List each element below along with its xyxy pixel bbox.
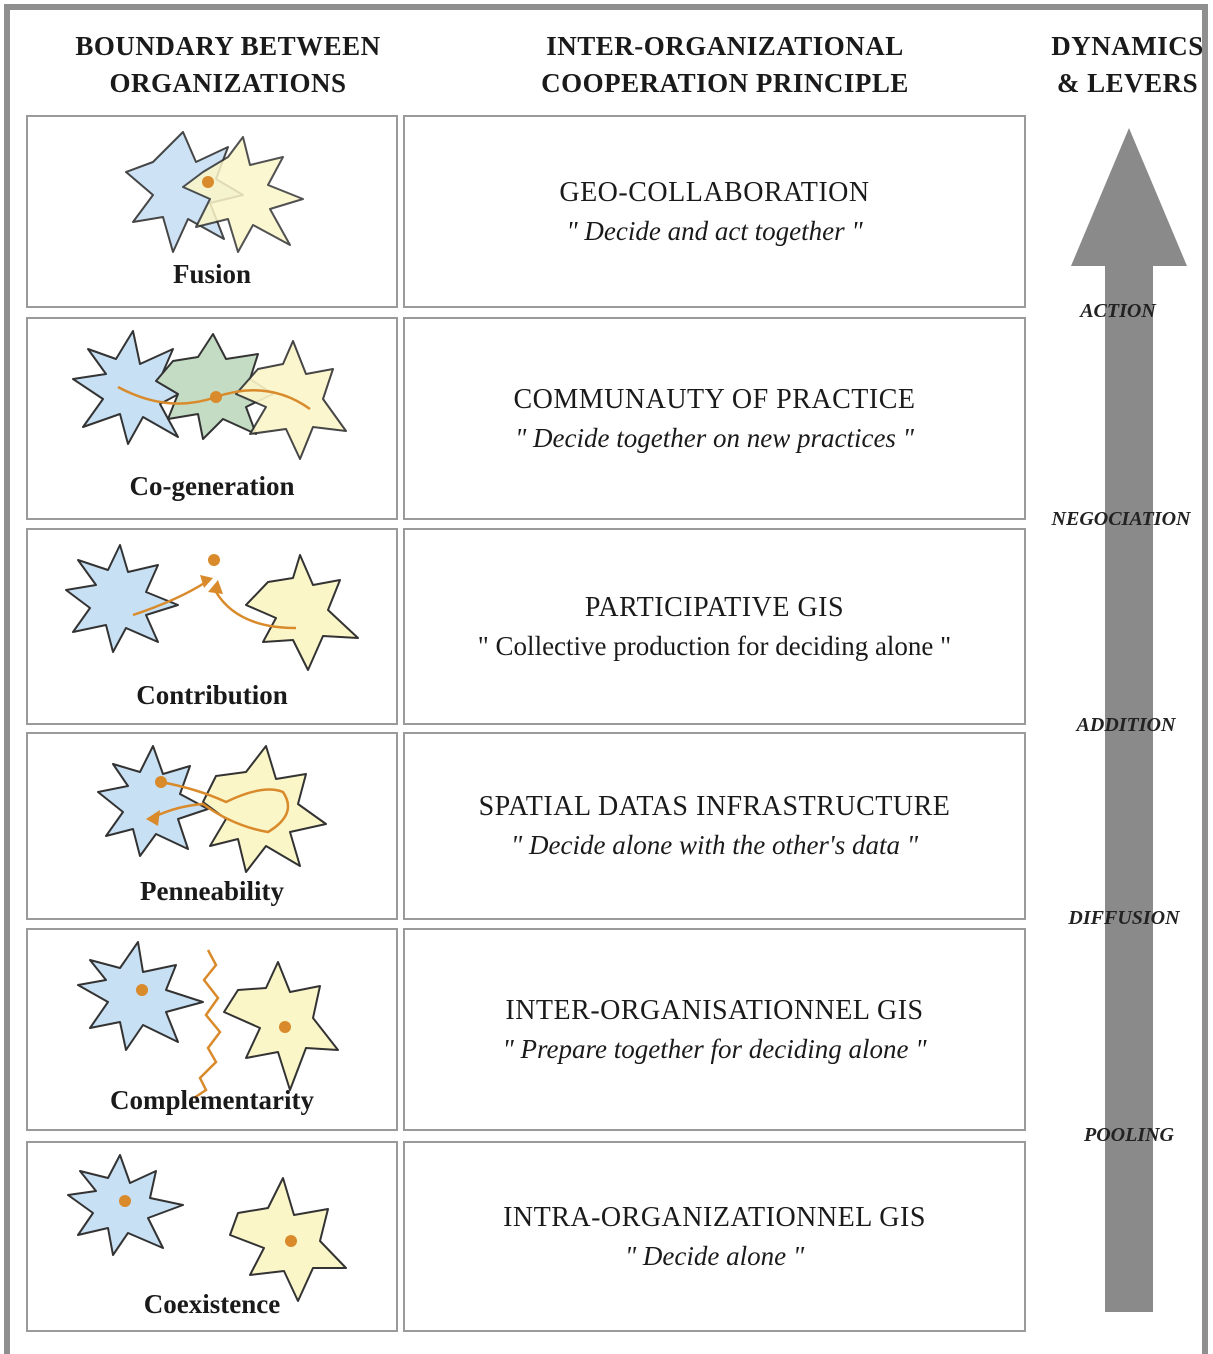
principle-quote: " Decide and act together " [566, 215, 863, 246]
co-generation-illustration [72, 330, 347, 460]
principle-title: GEO-COLLABORATION [559, 176, 870, 208]
principle-cell-community-of-practice: COMMUNAUTY OF PRACTICE " Decide together… [403, 317, 1026, 520]
principle-title: PARTICIPATIVE GIS [584, 591, 845, 623]
principle-title: INTER-ORGANISATIONNEL GIS [505, 994, 924, 1026]
header-boundary: BOUNDARY BETWEEN ORGANIZATIONS [28, 28, 428, 102]
figure-frame [4, 4, 1208, 1354]
boundary-cell-contribution: Contribution [26, 528, 398, 725]
complementarity-illustration [77, 941, 339, 1100]
boundary-cell-coexistence: Coexistence [26, 1141, 398, 1332]
blue-organization-shape [65, 544, 179, 653]
blue-organization-shape [72, 330, 189, 445]
principle-quote: " Decide alone with the other's data " [510, 830, 919, 860]
boundary-label: Contribution [136, 680, 288, 710]
shared-core-dot [202, 176, 214, 188]
organization-core-dot [285, 1235, 297, 1247]
blue-organization-shape [97, 745, 209, 857]
principle-cell-inter-organisational-gis: INTER-ORGANISATIONNEL GIS " Prepare toge… [403, 928, 1026, 1131]
contribution-arrow-left [132, 580, 207, 617]
boundary-label: Penneability [139, 876, 284, 906]
boundary-cell-penneability: Penneability [26, 732, 398, 920]
organization-core-dot [119, 1195, 131, 1207]
coexistence-illustration [67, 1154, 347, 1302]
principle-title: INTRA-ORGANIZATIONNEL GIS [503, 1201, 926, 1233]
arrowhead [200, 575, 213, 588]
principle-quote: " Decide alone " [624, 1240, 805, 1271]
header-principle: INTER-ORGANIZATIONAL COOPERATION PRINCIP… [410, 28, 1040, 102]
blue-organization-shape [77, 941, 204, 1051]
boundary-label: Coexistence [143, 1289, 281, 1319]
principle-title: SPATIAL DATAS INFRASTRUCTURE [478, 791, 951, 822]
lever-diffusion: DIFFUSION [1068, 907, 1180, 929]
header-boundary-line1: BOUNDARY BETWEEN [75, 31, 381, 61]
arrowhead [208, 580, 223, 594]
lever-action: ACTION [1080, 300, 1156, 322]
boundary-label: Complementarity [110, 1085, 314, 1115]
boundary-cell-fusion: Fusion [26, 115, 398, 308]
dynamics-arrow [1071, 128, 1187, 1312]
lever-negociation: NEGOCIATION [1051, 508, 1191, 530]
contribution-arrow-right [214, 591, 297, 630]
principle-quote: " Prepare together for deciding alone " [502, 1033, 927, 1064]
boundary-label: Fusion [172, 259, 252, 289]
header-dynamics: DYNAMICS & LEVERS [1010, 28, 1213, 102]
yellow-organization-shape [245, 554, 359, 671]
boundary-cell-complementarity: Complementarity [26, 928, 398, 1131]
collective-product-dot [208, 554, 220, 566]
shared-practice-dot [210, 391, 222, 403]
penneability-illustration [97, 745, 327, 873]
boundary-cell-co-generation: Co-generation [26, 317, 398, 520]
yellow-organization-shape [235, 340, 347, 460]
arrow-shaft [1105, 260, 1153, 1312]
arrowhead [146, 810, 160, 826]
header-principle-line2: COOPERATION PRINCIPLE [541, 68, 909, 98]
boundary-line [193, 949, 222, 1100]
lever-addition: ADDITION [1076, 714, 1176, 736]
yellow-organization-shape [202, 745, 327, 873]
lever-pooling: POOLING [1084, 1124, 1174, 1146]
arrow-head [1071, 128, 1187, 266]
principle-quote: " Collective production for deciding alo… [477, 630, 952, 661]
principle-cell-spatial-data-infrastructure: SPATIAL DATAS INFRASTRUCTURE " Decide al… [403, 732, 1026, 920]
boundary-label: Co-generation [129, 471, 295, 501]
green-organization-shape [155, 333, 274, 440]
principle-cell-intra-organizational-gis: INTRA-ORGANIZATIONNEL GIS " Decide alone… [403, 1141, 1026, 1332]
header-dynamics-line2: & LEVERS [1056, 68, 1199, 98]
principle-cell-geo-collaboration: GEO-COLLABORATION " Decide and act toget… [403, 115, 1026, 308]
contribution-illustration [65, 544, 359, 671]
fusion-illustration [125, 131, 304, 253]
organization-core-dot [279, 1021, 291, 1033]
header-dynamics-line1: DYNAMICS [1051, 31, 1204, 61]
principle-quote: " Decide together on new practices " [514, 422, 915, 453]
principle-title: COMMUNAUTY OF PRACTICE [513, 383, 916, 415]
yellow-organization-shape [182, 136, 304, 253]
header-principle-line1: INTER-ORGANIZATIONAL [546, 31, 904, 61]
principle-cell-participative-gis: PARTICIPATIVE GIS " Collective productio… [403, 528, 1026, 725]
header-boundary-line2: ORGANIZATIONS [109, 68, 347, 98]
organization-core-dot [136, 984, 148, 996]
data-flow-line [155, 780, 290, 834]
